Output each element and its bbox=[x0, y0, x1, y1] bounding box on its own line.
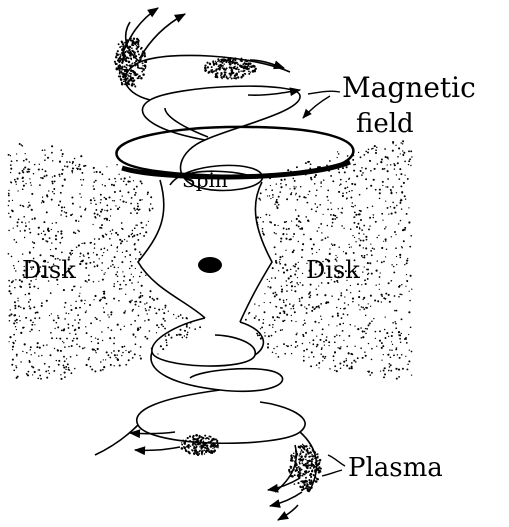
disk-right-label: Disk bbox=[306, 256, 360, 284]
field-label: field bbox=[356, 109, 414, 139]
upper-arrows bbox=[122, 8, 300, 95]
spin-label: Spin bbox=[182, 168, 228, 192]
spin-ring bbox=[116, 127, 353, 177]
magnetic-label: Magnetic bbox=[342, 71, 476, 104]
disk-left-label: Disk bbox=[22, 256, 76, 284]
central-waist bbox=[138, 180, 272, 322]
black-hole bbox=[198, 257, 222, 273]
plasma-label: Plasma bbox=[348, 453, 443, 483]
upper-magnetic-helix bbox=[125, 22, 300, 190]
